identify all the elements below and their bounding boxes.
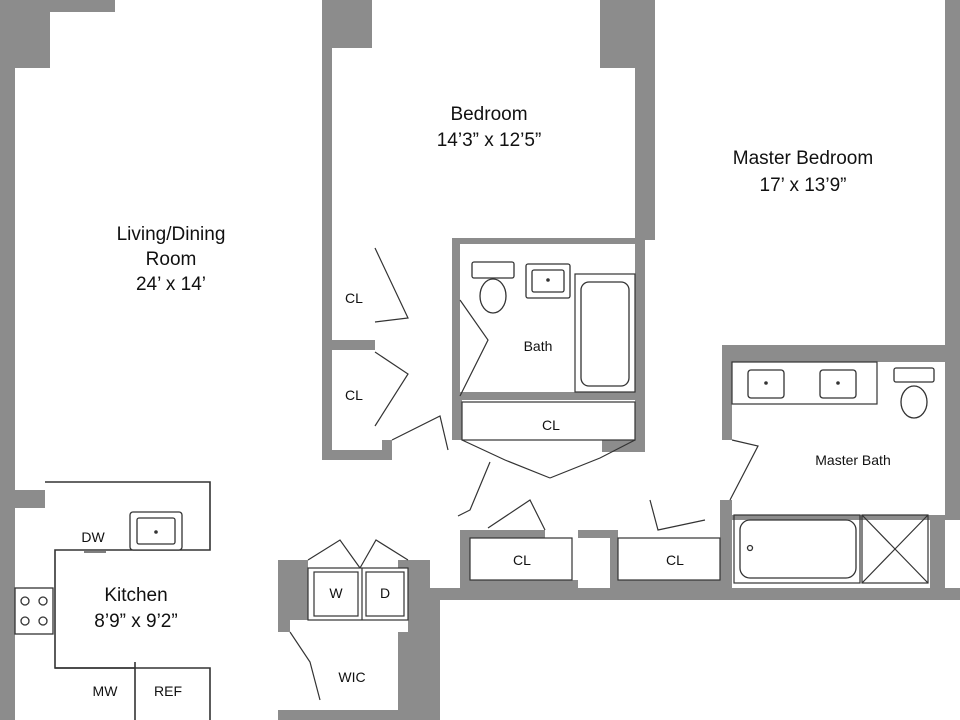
wall-top-left	[15, 0, 115, 68]
kitchen-counter-outline	[45, 481, 211, 720]
master-shower	[861, 514, 929, 584]
living-name-line2: Room	[146, 249, 197, 270]
master-bath-name: Master Bath	[815, 452, 890, 468]
outlines	[45, 273, 929, 720]
kitchen-size: 8’9” x 9’2”	[94, 611, 177, 632]
kitchen-stove	[14, 587, 54, 635]
wic-label: WIC	[338, 669, 365, 685]
door-closet-4	[649, 499, 706, 531]
door-wic	[289, 631, 321, 701]
kitchen-sink-drain	[154, 530, 158, 534]
wall-bath-bottom	[452, 392, 640, 400]
doors	[289, 247, 759, 701]
mw-label: MW	[93, 683, 119, 699]
master-tub-drain	[746, 544, 754, 552]
door-closet-1	[374, 247, 409, 323]
master-bedroom-name: Master Bedroom	[733, 148, 873, 169]
bath-name: Bath	[524, 338, 553, 354]
door-bedroom	[391, 415, 449, 451]
door-master-bath	[729, 439, 759, 501]
laundry-outline	[307, 567, 409, 621]
living-size: 24’ x 14’	[136, 274, 206, 295]
washer-box	[313, 571, 359, 617]
closet-lower-2	[617, 537, 721, 581]
wall-bottom-exterior	[430, 588, 960, 720]
closet-label-4: CL	[513, 552, 531, 568]
wall-closets-left	[322, 240, 392, 460]
door-laundry-right	[359, 539, 409, 569]
wall-bedroom-top-right	[600, 0, 655, 240]
burner-4	[38, 616, 48, 626]
closet-label-1: CL	[345, 290, 363, 306]
wall-master-bath-right-bottom	[930, 515, 945, 588]
bath-sink-drain	[546, 278, 550, 282]
master-tub-basin	[739, 519, 857, 579]
wall-living-bedroom	[322, 0, 372, 240]
wall-wic-right	[398, 560, 430, 720]
wall-laundry	[278, 560, 308, 632]
shower-diag-2	[861, 514, 929, 584]
bath-toilet-tank	[471, 261, 515, 279]
burner-3	[20, 616, 30, 626]
burner-1	[20, 596, 30, 606]
wall-closet-divider	[332, 340, 375, 350]
door-hall-cl-left	[461, 439, 551, 479]
bedroom-size: 14’3” x 12’5”	[437, 130, 542, 151]
fixtures	[14, 261, 935, 635]
door-closet-2	[374, 351, 409, 427]
master-sink-2-drain	[836, 381, 840, 385]
ref-label: REF	[154, 683, 182, 699]
dryer-label: D	[380, 585, 390, 601]
dryer-box	[365, 571, 405, 617]
living-name-line1: Living/Dining	[117, 224, 226, 245]
bath-toilet-bowl	[479, 278, 507, 314]
wall-wic-bottom	[278, 710, 398, 720]
master-vanity-counter	[731, 361, 878, 405]
wall-left-exterior	[0, 0, 45, 720]
bedroom-name: Bedroom	[450, 104, 527, 125]
wall-lower-right	[610, 500, 732, 588]
door-bath	[459, 299, 489, 397]
wall-bath-right	[635, 240, 645, 452]
closet-label-5: CL	[666, 552, 684, 568]
dw-label: DW	[81, 529, 105, 545]
door-closet-3	[487, 499, 546, 531]
tub-enclosure	[574, 273, 636, 393]
washer-label: W	[329, 585, 343, 601]
wall-lower-corridor	[460, 530, 618, 588]
bath-tub	[580, 281, 630, 387]
door-hall	[457, 461, 491, 517]
door-laundry-left	[307, 539, 361, 569]
master-toilet-tank	[893, 367, 935, 383]
master-tub	[733, 514, 861, 584]
burner-2	[38, 596, 48, 606]
hall-closet-outline	[461, 401, 636, 441]
closet-lower-1	[469, 537, 573, 581]
wall-master-bath-top	[722, 345, 960, 440]
master-sink-1-drain	[764, 381, 768, 385]
door-hall-cl-right	[549, 439, 636, 479]
closet-label-3: CL	[542, 417, 560, 433]
kitchen-name: Kitchen	[104, 585, 167, 606]
wall-right-exterior	[945, 0, 960, 515]
closet-label-2: CL	[345, 387, 363, 403]
wall-hall-cl-left	[452, 400, 462, 440]
master-bedroom-size: 17’ x 13’9”	[760, 175, 847, 196]
wall-master-bath-bottom	[722, 500, 960, 520]
master-toilet-bowl	[900, 385, 928, 419]
labels: Living/Dining Room 24’ x 14’ Bedroom 14’…	[81, 104, 890, 699]
